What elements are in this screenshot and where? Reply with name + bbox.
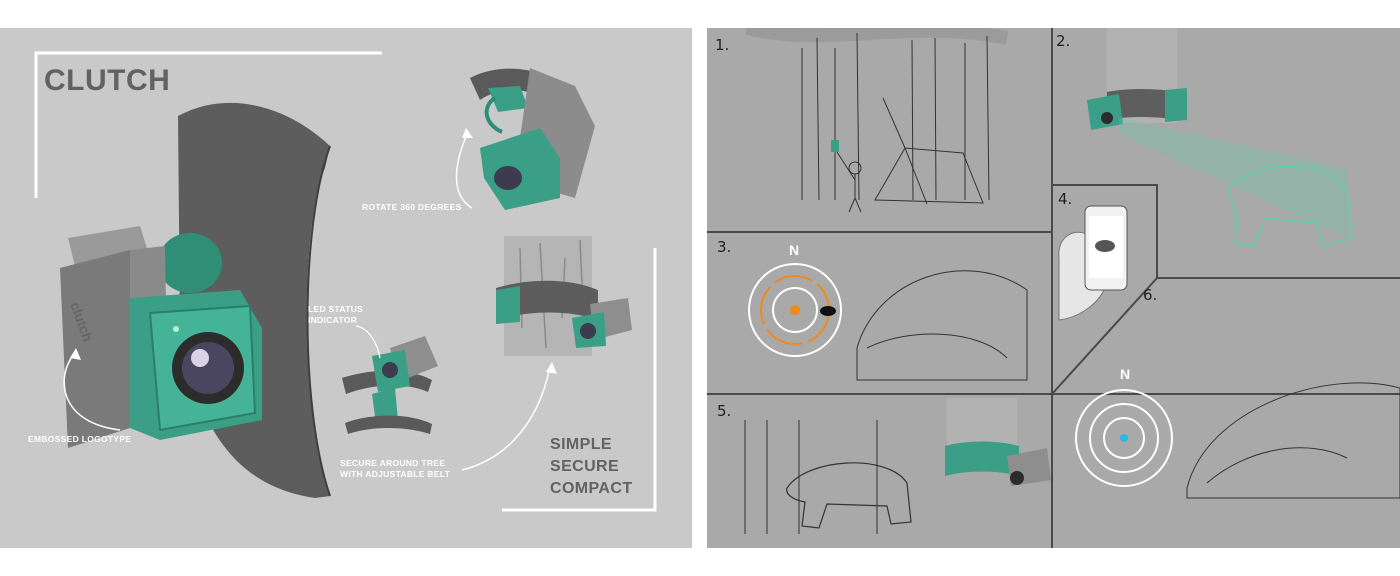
rotate-leader — [455, 131, 473, 209]
slogan-simple: SIMPLE — [550, 436, 612, 453]
scene-forest-camp — [745, 28, 1009, 213]
storyboard-panel: 1. 2. 3. 4. 5. 6. N N — [707, 28, 1400, 548]
tree-mount-illustration — [496, 236, 632, 356]
rotate-detail-camera — [470, 68, 595, 210]
storyboard-illustration — [707, 28, 1400, 548]
concept-render-panel: clutch — [0, 28, 692, 548]
callout-tree-line1: SECURE AROUND TREE — [340, 458, 446, 468]
led-detail-camera — [342, 336, 438, 434]
logotype-leader — [63, 353, 121, 431]
scene-phone-alert — [1058, 205, 1128, 321]
led-leader — [355, 325, 381, 359]
scene-bear-approach — [744, 398, 1051, 534]
slogan: SIMPLE SECURE COMPACT — [550, 434, 633, 500]
scene-radar-alert — [748, 263, 1028, 381]
compass-north-label-6: N — [1120, 366, 1131, 382]
compass-north-label-3: N — [789, 242, 800, 258]
callout-led-line2: INDICATOR — [308, 315, 358, 325]
storyboard-panel-3-number: 3. — [717, 238, 732, 256]
storyboard-panel-2-number: 2. — [1056, 32, 1071, 50]
scene-bear-detection — [1087, 28, 1353, 247]
scene-radar-clear — [1075, 382, 1400, 499]
callout-tree: SECURE AROUND TREE WITH ADJUSTABLE BELT — [340, 458, 450, 480]
callout-rotate: ROTATE 360 DEGREES — [362, 202, 462, 212]
product-title: CLUTCH — [44, 64, 171, 97]
callout-led: LED STATUS INDICATOR — [308, 304, 363, 326]
storyboard-panel-6-number: 6. — [1143, 286, 1158, 304]
tree-leader — [461, 365, 551, 471]
storyboard-panel-5-number: 5. — [717, 402, 732, 420]
slogan-frame — [502, 248, 657, 512]
callout-led-line1: LED STATUS — [308, 304, 364, 314]
title-frame — [34, 51, 382, 198]
concept-illustration: clutch — [34, 51, 657, 512]
slogan-secure: SECURE — [550, 458, 620, 475]
strap-edge — [306, 145, 331, 497]
callout-tree-line2: WITH ADJUSTABLE BELT — [340, 469, 451, 479]
storyboard-panel-1-number: 1. — [715, 36, 730, 54]
main-camera: clutch — [60, 226, 262, 448]
callout-logotype: EMBOSSED LOGOTYPE — [28, 434, 132, 444]
slogan-compact: COMPACT — [550, 480, 633, 497]
storyboard-panel-4-number: 4. — [1058, 190, 1073, 208]
panel-dividers — [707, 28, 1400, 548]
